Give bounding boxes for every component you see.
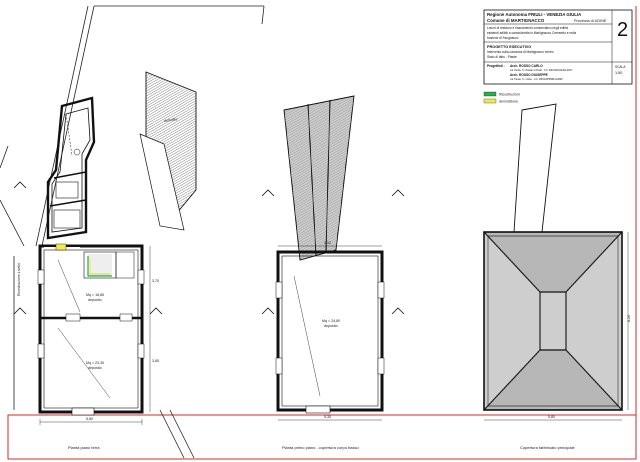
scale-value: 1:50 [615, 71, 622, 75]
annexe-building [46, 96, 96, 240]
designer-1-address: via Trieste, 5 - Pasian di Prato - C.F. … [510, 69, 573, 72]
room-b-area: Mq = 23,30 [86, 361, 104, 365]
description-2: esistenti adibiti a canonichetta in Mart… [487, 31, 576, 35]
plan-first-floor: Mq = 24,80 deposito 3,10 5,35 Pianta pri… [275, 95, 385, 450]
plan-roof: 5,80 8,20 Copertura fabbricato principal… [483, 103, 631, 450]
room-b-use: deposito [88, 366, 102, 370]
sheet-number: 2 [617, 19, 628, 41]
dim-ground-top: 3,70 [152, 279, 159, 283]
legend-swatch-ricostruzioni [483, 91, 497, 97]
label-demolito: demolito [164, 117, 178, 123]
corridor-label: Ricostruzione Livello [17, 263, 21, 296]
dim-roof-bottom: 5,80 [548, 415, 555, 419]
plan-ground-floor: Mq = 18,85 deposito Mq = 23,30 deposito … [17, 243, 159, 450]
designer-1: Arch. ROSSO CARLO [510, 64, 543, 68]
caption-ground-floor: Pianta piano terra [68, 445, 100, 450]
room-a-use: deposito [88, 298, 102, 302]
dim-first-top: 3,10 [324, 241, 331, 245]
dim-first-bottom: 5,35 [324, 415, 331, 419]
demolished-block: demolito [139, 71, 197, 231]
intervention: Intervento sulla canonica di Martignacco… [487, 50, 554, 54]
title-region: Regione Autonoma FRIULI - VENEZIA GIULIA [487, 12, 582, 17]
legend-swatch-demolizione [483, 98, 497, 104]
scale-label: SCALA [615, 65, 626, 69]
designer-2-address: via Trieste, 5 - Udine - C.F. RSSGPP65B1… [510, 78, 563, 81]
state-label: Stato di fatto - Piante [487, 55, 517, 59]
title-block: Regione Autonoma FRIULI - VENEZIA GIULIA… [483, 9, 633, 85]
section-marks [13, 181, 405, 315]
description-1: Lavori di restauro e risanamento conserv… [487, 26, 568, 30]
title-provincia: Provincia di UDINE [574, 19, 607, 23]
room-first-use: deposito [324, 324, 338, 328]
dim-roof-right: 8,20 [627, 315, 631, 322]
room-a-area: Mq = 18,85 [86, 293, 104, 297]
title-comune: Comune di MARTIGNACCO [487, 18, 545, 23]
legend-ricostruzioni: Ricostruzioni [499, 93, 520, 97]
dim-ground-mid: 3,85 [152, 359, 159, 363]
project-label: PROGETTO ESECUTIVO [487, 45, 531, 49]
caption-first-floor: Pianta primo piano - copertura corpo bas… [282, 445, 359, 450]
demolition-marker [55, 243, 67, 251]
legend-demolizione: demolizione [499, 100, 518, 104]
designer-label: Progettisti : [487, 64, 505, 68]
caption-roof: Copertura fabbricato principale [520, 445, 575, 450]
room-first-area: Mq = 24,80 [322, 319, 340, 323]
description-3: frazione di Faugnacco [487, 36, 519, 40]
designer-2: Arch. ROSSO GIUSEPPE [510, 73, 548, 77]
legend: Ricostruzioni demolizione [483, 91, 520, 104]
sheet-frame [7, 6, 637, 460]
dim-ground-bottom: 5,80 [86, 417, 93, 421]
